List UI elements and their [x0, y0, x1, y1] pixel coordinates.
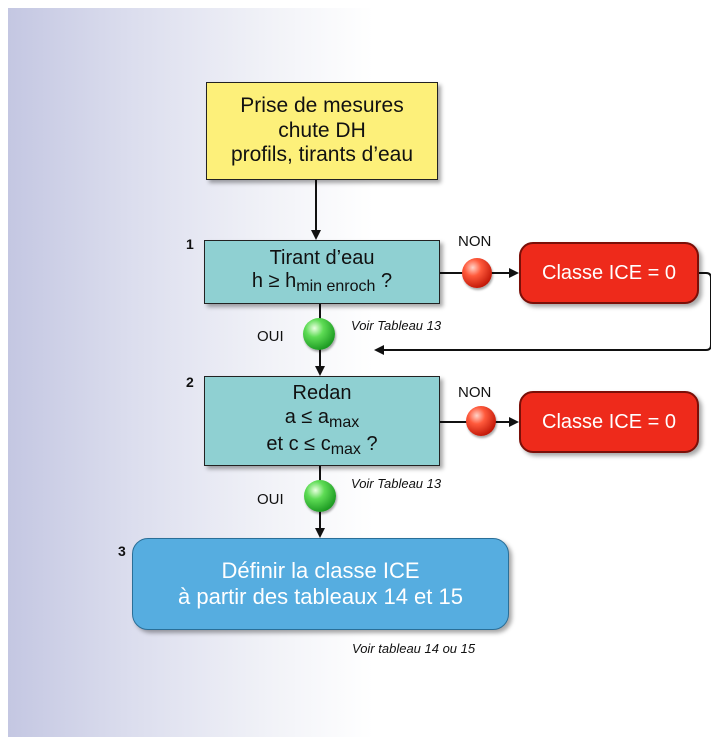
decision-node-redan: Redan a ≤ amax et c ≤ cmax ?	[204, 376, 440, 466]
step-number-2: 2	[186, 374, 194, 390]
branch-label-yes-2: OUI	[257, 491, 284, 508]
result-node-class-zero-2: Classe ICE = 0	[519, 391, 699, 453]
start-node-line-3: profils, tirants d’eau	[230, 143, 414, 167]
reference-table-13-b: Voir Tableau 13	[351, 476, 442, 491]
no-indicator-dot-2	[466, 406, 496, 436]
decision-2-condition-c-post: ?	[360, 432, 378, 455]
yes-indicator-dot-1	[303, 318, 335, 350]
decision-2-condition-a: a ≤ amax	[285, 406, 360, 433]
no-indicator-dot-1	[462, 258, 492, 288]
decision-1-condition: h ≥ hmin enroch ?	[252, 270, 392, 297]
step-number-3: 3	[118, 543, 126, 559]
decision-2-condition-c: et c ≤ cmax ?	[266, 433, 377, 460]
end-node-line-1: Définir la classe ICE	[221, 558, 420, 584]
end-node-line-2: à partir des tableaux 14 et 15	[178, 584, 463, 609]
decision-1-condition-subscript: min enroch	[296, 278, 376, 296]
start-node-line-2: chute DH	[278, 118, 366, 142]
decision-2-title: Redan	[292, 382, 352, 405]
step-number-1: 1	[186, 236, 194, 252]
decision-2-condition-c-subscript: max	[330, 440, 361, 458]
decision-1-title: Tirant d’eau	[269, 246, 375, 269]
reference-table-14-15: Voir tableau 14 ou 15	[352, 641, 476, 656]
decision-1-condition-post: ?	[375, 270, 393, 293]
edge-result1-loop-back	[374, 272, 711, 355]
start-node-line-1: Prise de mesures	[240, 93, 404, 117]
result-node-class-zero-1: Classe ICE = 0	[519, 242, 699, 304]
reference-table-13-a: Voir Tableau 13	[351, 318, 442, 333]
branch-label-no-1: NON	[458, 233, 492, 250]
branch-label-yes-1: OUI	[257, 328, 284, 345]
start-node-measurements: Prise de mesures chute DH profils, tiran…	[206, 82, 438, 180]
end-node-define-class: Définir la classe ICE à partir des table…	[132, 538, 509, 630]
decision-2-condition-a-subscript: max	[329, 413, 360, 431]
decision-1-condition-pre: h ≥ h	[251, 270, 297, 293]
decision-node-water-depth: Tirant d’eau h ≥ hmin enroch ?	[204, 240, 440, 304]
branch-label-no-2: NON	[458, 384, 492, 401]
yes-indicator-dot-2	[304, 480, 336, 512]
decision-2-condition-a-pre: a ≤ a	[284, 405, 330, 428]
decision-2-condition-c-pre: et c ≤ c	[266, 432, 331, 455]
